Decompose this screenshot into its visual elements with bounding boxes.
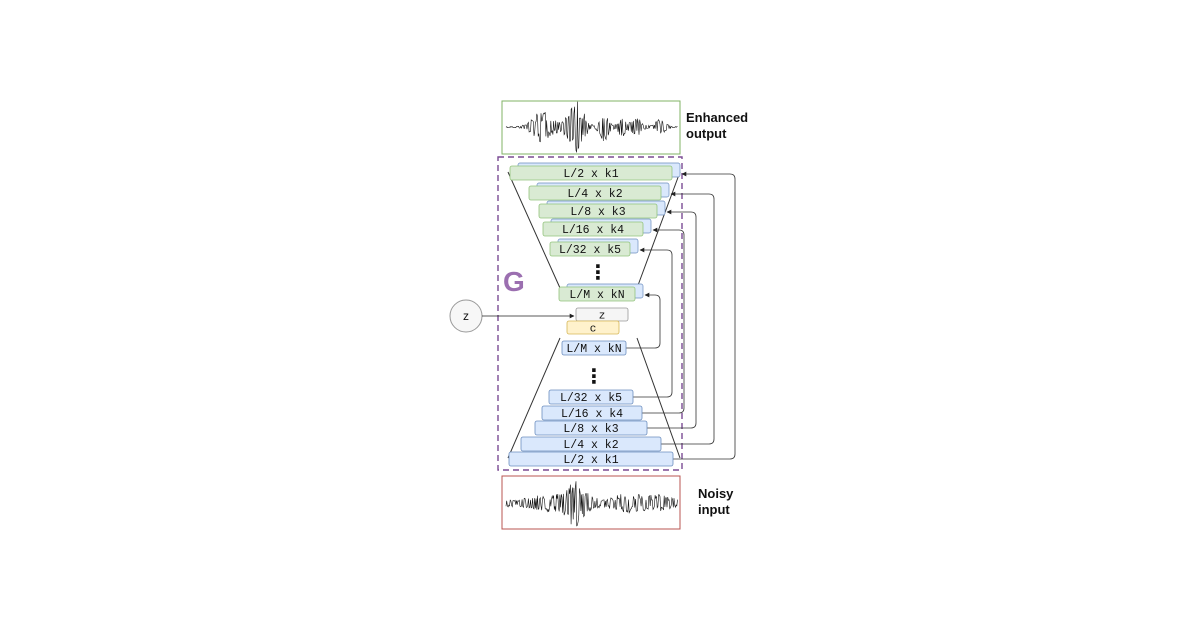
- noisy-input-frame: [501, 475, 681, 530]
- noisy-input-waveform: [505, 481, 678, 527]
- thought-c-label: c: [590, 324, 597, 336]
- encoder-ellipsis: ⋮: [584, 364, 604, 388]
- noisy-input-label-line1: Noisy: [698, 486, 734, 501]
- decoder-layer-block-3: [538, 203, 658, 219]
- encoder-layer-label-2: L/32 x k5: [560, 392, 622, 405]
- decoder-layer-block-2: [528, 185, 662, 201]
- decoder-layer-label-4: L/16 x k4: [562, 224, 624, 237]
- skip-connection-5: [661, 191, 715, 445]
- enhanced-output-frame: [501, 100, 681, 155]
- funnel-outlines: [449, 171, 681, 459]
- decoder-layer-label-6: L/M x kN: [569, 289, 624, 302]
- encoder-funnel: [507, 337, 681, 459]
- encoder-layer-block-3: [541, 405, 643, 421]
- encoder-layer-block-1: [561, 340, 627, 356]
- encoder-layer-label-6: L/2 x k1: [563, 454, 618, 467]
- layer-blocks: [508, 162, 681, 467]
- decoder-layer-block-1: [509, 165, 673, 181]
- decoder-layer-label-3: L/8 x k3: [570, 206, 625, 219]
- skip-connection-1: [626, 292, 661, 349]
- enhanced-output-label-line1: Enhanced: [686, 110, 749, 125]
- decoder-layer-label-1: L/2 x k1: [563, 168, 618, 181]
- decoder-layer-label-2: L/4 x k2: [567, 188, 622, 201]
- decoder-layer-block-4: [542, 221, 644, 237]
- skip-connections: [626, 171, 736, 460]
- encoder-layer-label-5: L/4 x k2: [563, 439, 618, 452]
- generator-dashed-border: [497, 156, 683, 471]
- z-input-circle-label: z: [463, 309, 469, 323]
- encoder-layer-label-3: L/16 x k4: [561, 408, 623, 421]
- enhanced-output-waveform: [505, 101, 678, 154]
- generator-label: G: [503, 266, 525, 297]
- enhanced-output-label: Enhanced output: [686, 110, 748, 142]
- encoder-layer-block-2: [548, 389, 634, 405]
- decoder-layer-block-6: [558, 286, 636, 302]
- encoder-layer-block-4: [534, 420, 648, 436]
- noisy-input-wave-path: [505, 481, 678, 527]
- encoder-layer-block-6: [508, 451, 674, 467]
- waveform-frames: [497, 100, 683, 530]
- decoder-layer-label-5: L/32 x k5: [559, 244, 621, 257]
- encoder-layer-label-1: L/M x kN: [566, 343, 621, 356]
- decoder-layer-block-5: [549, 241, 631, 257]
- skip-connection-6: [673, 171, 736, 460]
- thought-c-block: [566, 320, 620, 335]
- enhanced-output-label-line2: output: [686, 126, 727, 141]
- skip-connection-3: [642, 227, 685, 414]
- noisy-input-label-line2: input: [698, 502, 730, 517]
- enhanced-output-wave-path: [505, 101, 678, 154]
- layer-labels: L/2 x k1 L/4 x k2 L/8 x k3 L/16 x k4 L/32 x …: [463, 168, 626, 467]
- decoder-ellipsis: ⋮: [588, 260, 608, 284]
- skip-connection-2: [633, 247, 673, 398]
- noisy-input-label: Noisy input: [698, 486, 733, 518]
- latent-z-label: z: [599, 311, 606, 323]
- skip-connection-4: [647, 209, 697, 429]
- encoder-layer-label-4: L/8 x k3: [563, 423, 618, 436]
- encoder-layer-block-5: [520, 436, 662, 452]
